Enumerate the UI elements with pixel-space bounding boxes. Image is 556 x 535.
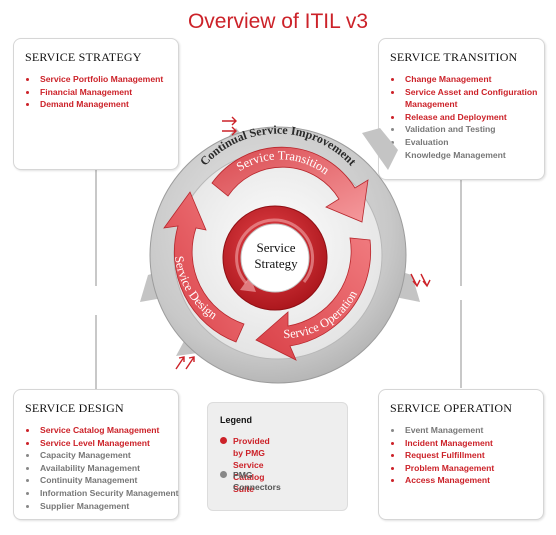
service-design-arrow xyxy=(163,191,245,343)
right-arrow-icon xyxy=(222,126,237,136)
legend-connectors-dot xyxy=(220,471,227,478)
service-operation-heading: SERVICE OPERATION xyxy=(390,401,513,415)
service-strategy-heading: SERVICE STRATEGY xyxy=(25,50,142,64)
list-item: Incident Management xyxy=(390,437,539,450)
center-label-line1: Service xyxy=(257,240,296,255)
up-arrow-icon xyxy=(175,356,185,370)
page-title: Overview of ITIL v3 xyxy=(187,10,369,33)
connector-transition xyxy=(460,178,462,286)
list-item: Management xyxy=(405,99,458,110)
legend-provided-label-line2: Catalog Suite xyxy=(233,472,265,494)
list-item: Service Asset and Configuration xyxy=(390,86,540,99)
service-operation-arrow xyxy=(255,237,372,361)
list-item: Supplier Management xyxy=(25,500,176,513)
legend-provided-label-line1: Provided by PMG Service xyxy=(233,436,270,470)
service-design-heading: SERVICE DESIGN xyxy=(25,401,124,415)
list-item: Financial Management xyxy=(25,86,172,99)
connector-design xyxy=(95,315,97,390)
core-swirl xyxy=(235,218,315,284)
list-item: Change Management xyxy=(390,73,540,86)
list-item: Service Portfolio Management xyxy=(25,73,172,86)
list-item: Release and Deployment xyxy=(390,111,540,124)
down-arrow-icon xyxy=(410,273,421,288)
list-item: Service Level Management xyxy=(25,437,176,450)
service-strategy-badge xyxy=(240,223,310,293)
legend-box: Legend Provided by PMG Service Catalog S… xyxy=(207,402,348,511)
up-arrow-icon xyxy=(185,356,195,370)
service-strategy-panel: SERVICE STRATEGY Service Portfolio Manag… xyxy=(13,38,179,170)
red-arrow-icons xyxy=(175,116,431,370)
list-item: Problem Management xyxy=(390,462,539,475)
list-item: Access Management xyxy=(390,474,539,487)
connector-operation xyxy=(460,300,462,388)
legend-title: Legend xyxy=(220,415,253,425)
list-item: Capacity Management xyxy=(25,449,176,462)
legend-connectors-label: PMG Connectors xyxy=(233,470,281,492)
list-item: Information Security Management xyxy=(25,487,178,500)
list-item: Service Catalog Management xyxy=(25,424,176,437)
list-item: Validation and Testing xyxy=(390,123,540,136)
list-item: Availability Management xyxy=(25,462,176,475)
service-transition-arrow xyxy=(211,146,369,223)
right-arrow-icon xyxy=(222,116,237,126)
down-arrow-icon xyxy=(420,273,431,288)
core-swirl-arrowhead xyxy=(240,276,256,292)
service-transition-heading: SERVICE TRANSITION xyxy=(390,50,518,64)
legend-provided-dot xyxy=(220,437,227,444)
list-item: Continuity Management xyxy=(25,474,176,487)
connector-strategy xyxy=(95,170,97,286)
list-item: Evaluation xyxy=(390,136,540,149)
list-item: Event Management xyxy=(390,424,539,437)
center-label-line2: Strategy xyxy=(254,256,298,271)
list-item: Demand Management xyxy=(25,98,172,111)
service-design-panel: SERVICE DESIGN Service Catalog Managemen… xyxy=(13,389,179,520)
list-item: Request Fulfillment xyxy=(390,449,539,462)
